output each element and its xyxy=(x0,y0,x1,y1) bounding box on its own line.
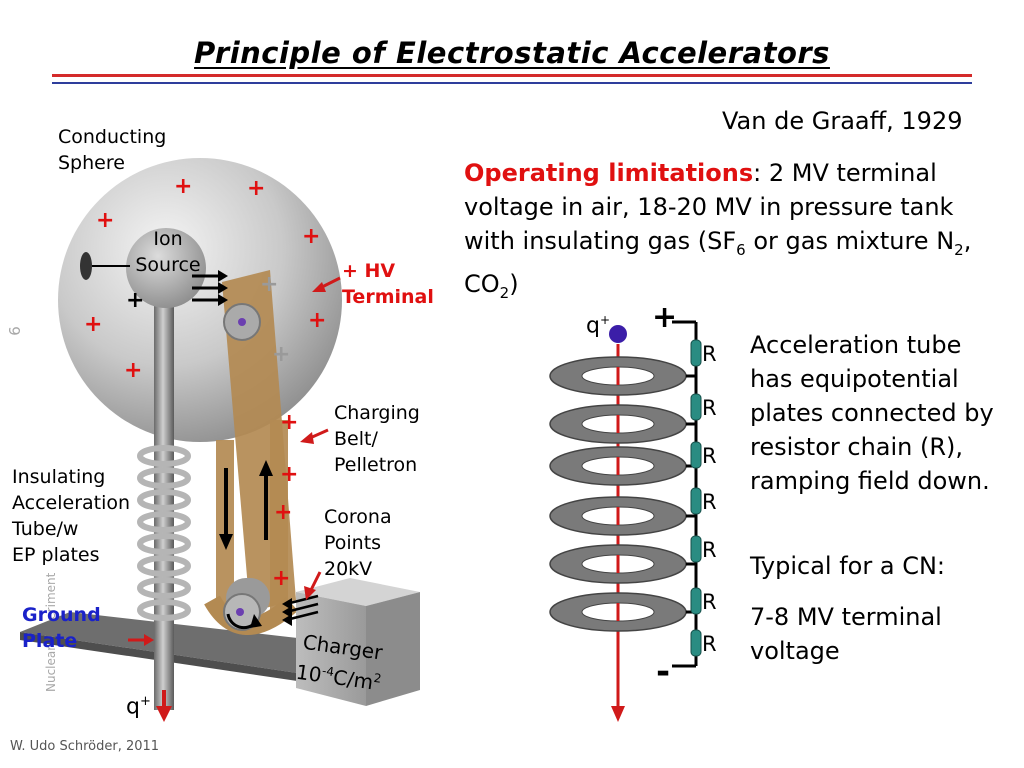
resistor xyxy=(690,587,702,615)
resistor xyxy=(690,339,702,367)
charger-box xyxy=(296,592,366,706)
resistor-label: R xyxy=(702,590,717,614)
resistor xyxy=(690,393,702,421)
charge-plus: + xyxy=(124,358,143,383)
accelerating-tube-schematic xyxy=(549,320,702,722)
limitations-heading: Operating limitations xyxy=(464,159,754,187)
charge-plus: + xyxy=(247,176,266,201)
charge-plus: + xyxy=(174,174,193,199)
resistor-label: R xyxy=(702,632,717,656)
beam-arrowhead xyxy=(611,706,625,722)
resistor-label: R xyxy=(702,342,717,366)
right-text-p1: Acceleration tube has equipotential plat… xyxy=(750,331,994,495)
ep-plates-coil xyxy=(137,445,191,621)
limitations-text-2: or gas mixture N xyxy=(745,227,955,255)
resistor-label: R xyxy=(702,490,717,514)
limitations-text-4: ) xyxy=(509,269,519,298)
limitations-sub-2: 2 xyxy=(954,240,964,259)
charge-plus-faded: + xyxy=(260,272,279,297)
ion-source-plus: + xyxy=(126,288,145,313)
terminal-minus: - xyxy=(656,652,671,692)
beam-arrow xyxy=(156,706,172,722)
charge-plus: + xyxy=(272,566,291,591)
resistor xyxy=(690,441,702,469)
charge-plus: + xyxy=(274,500,293,525)
charge-plus: + xyxy=(84,312,103,337)
limitations-text-3: , CO xyxy=(464,227,972,298)
resistor-label: R xyxy=(702,396,717,420)
title-rule-blue xyxy=(52,82,972,84)
van-de-graaff-diagram xyxy=(20,158,420,722)
belt-down-arrow xyxy=(219,534,233,550)
title-rule-red xyxy=(52,74,972,77)
resistor-label: R xyxy=(702,538,717,562)
belt-up-arrow xyxy=(259,460,273,476)
resistor-label: R xyxy=(702,444,717,468)
footer-credit: W. Udo Schröder, 2011 xyxy=(10,739,160,754)
charge-plus: + xyxy=(280,410,299,435)
limitations-paragraph: Operating limitations: 2 MV terminal vol… xyxy=(464,156,974,310)
label-q-plus-right: q+ xyxy=(586,313,611,339)
charge-plus-faded: + xyxy=(272,342,291,367)
charge-plus: + xyxy=(96,208,115,233)
right-text-p2: Typical for a CN: xyxy=(750,552,945,580)
acceleration-tube xyxy=(154,290,174,710)
resistor xyxy=(690,487,702,515)
terminal-plus: + xyxy=(652,300,678,335)
right-text-p3: 7-8 MV terminal voltage xyxy=(750,603,942,665)
charger-box-top xyxy=(296,578,420,606)
label-charger: Charger 10-4C/m2 xyxy=(294,629,385,695)
resistor xyxy=(690,629,702,657)
limitations-text-1: : 2 MV terminal voltage in air, 18-20 MV… xyxy=(464,159,954,255)
ion-source xyxy=(126,228,206,308)
limitations-sub-1: 6 xyxy=(736,240,746,259)
resistor xyxy=(690,535,702,563)
page-title: Principle of Electrostatic Accelerators xyxy=(194,36,830,70)
charge-plus: + xyxy=(302,224,321,249)
credit-text: Van de Graaff, 1929 xyxy=(722,107,963,135)
limitations-sub-3: 2 xyxy=(499,283,510,302)
charge-plus: + xyxy=(280,462,299,487)
ion-source-handle xyxy=(80,252,92,280)
label-q-plus-left: q+ xyxy=(126,694,151,720)
ion-particle xyxy=(609,325,627,343)
charge-plus: + xyxy=(308,308,327,333)
